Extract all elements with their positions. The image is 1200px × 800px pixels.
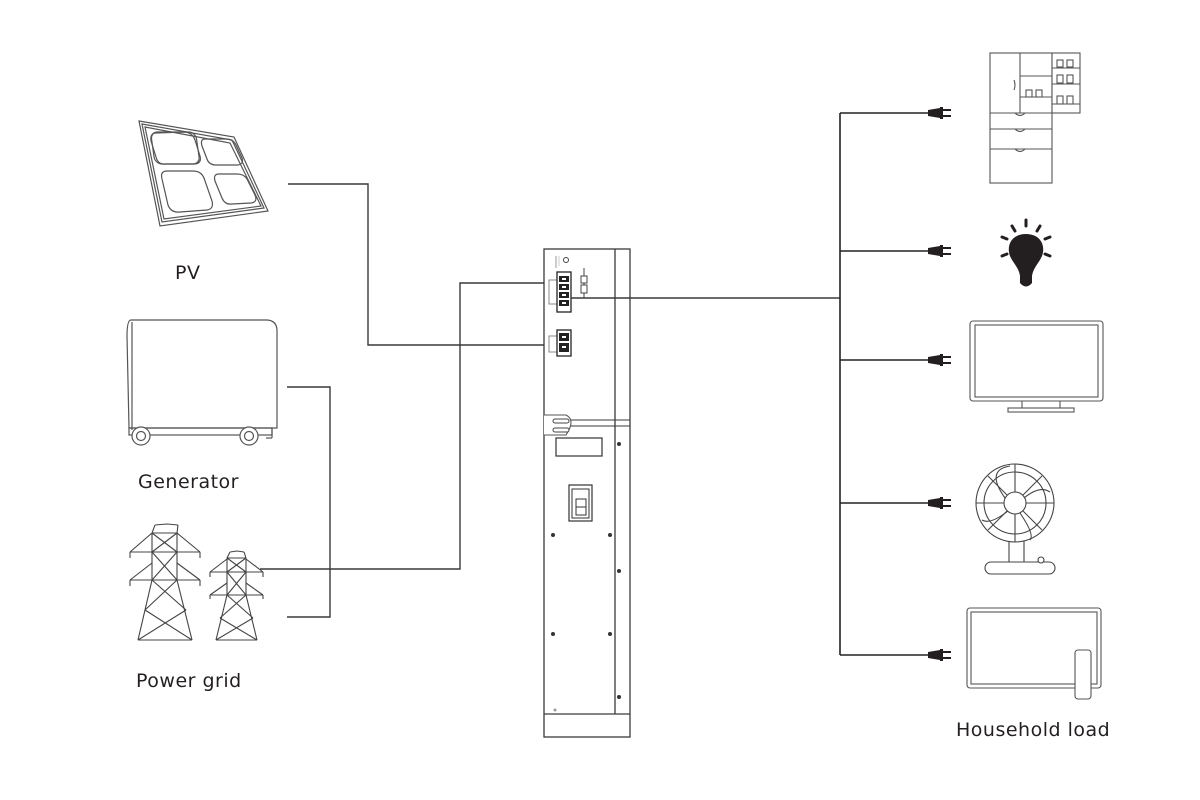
plug-icon	[840, 107, 951, 119]
household-load-label: Household load	[956, 719, 1111, 741]
power-grid-label: Power grid	[136, 670, 242, 692]
plug-icon	[840, 649, 951, 661]
pv-connection-line	[288, 183, 556, 346]
power-tower-icon	[129, 523, 264, 641]
tablet-display-icon	[966, 607, 1102, 700]
generator-label: Generator	[138, 471, 239, 493]
plug-icon	[840, 245, 951, 257]
television-icon	[969, 320, 1104, 413]
plug-icon	[840, 354, 951, 366]
light-bulb-icon	[1000, 218, 1052, 287]
refrigerator-icon	[989, 52, 1081, 184]
electric-fan-icon	[975, 463, 1056, 575]
solar-panel-icon	[138, 120, 269, 227]
grid-connection-line	[260, 282, 556, 570]
generator-connection-line	[287, 386, 331, 618]
generator-icon	[126, 319, 278, 446]
pv-label: PV	[175, 262, 201, 284]
plug-icon	[840, 497, 951, 509]
load-branches	[840, 107, 951, 661]
inverter-cabinet-icon	[543, 248, 631, 738]
